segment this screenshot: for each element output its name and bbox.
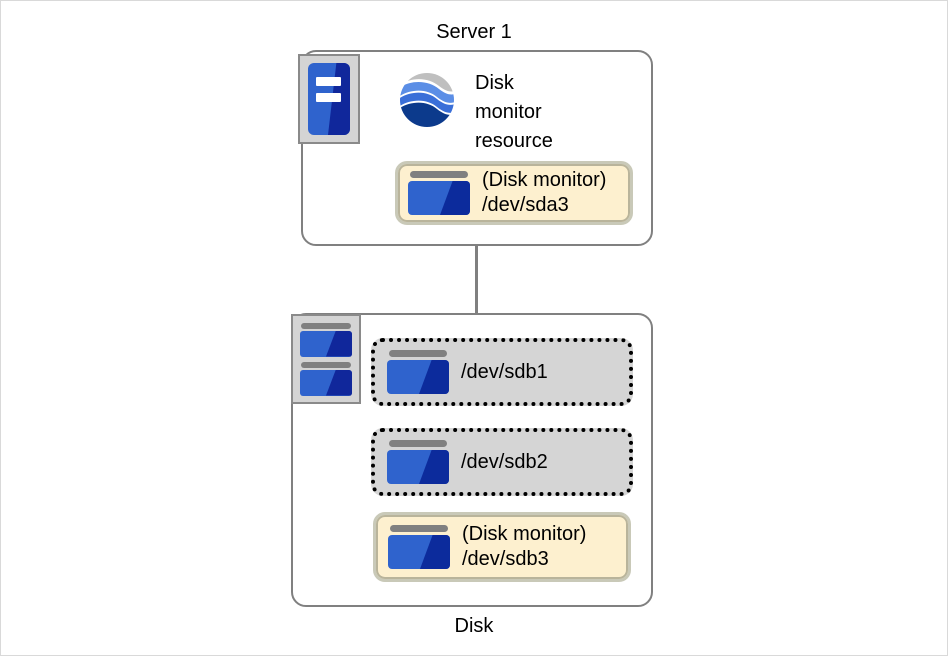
- disk-icon-body: [387, 360, 449, 394]
- disk-row-label: /dev/sdb2: [461, 450, 548, 473]
- disk-stack-shade: [326, 369, 352, 396]
- server-glyph-bar-top: [316, 77, 341, 86]
- disk-stack-top-bar: [301, 361, 351, 368]
- disk-stack-unit-top: [300, 322, 352, 357]
- disk-stack-top-bar: [301, 322, 351, 329]
- server-glyph: [308, 63, 350, 135]
- globe-icon: [400, 73, 454, 127]
- disk-caption: Disk: [454, 615, 494, 637]
- disk-stack-body: [300, 330, 352, 357]
- disk-icon: [408, 171, 470, 215]
- disk-icon-shade: [420, 535, 450, 569]
- disk-icon: [387, 350, 449, 394]
- disk-row-sda3[interactable]: (Disk monitor) /dev/sda3: [395, 161, 633, 225]
- disk-icon-top-bar: [389, 350, 447, 357]
- disk-icon-body: [388, 535, 450, 569]
- disk-row-sdb2[interactable]: /dev/sdb2: [371, 428, 633, 496]
- disk-icon: [387, 440, 449, 484]
- disk-icon-top-bar: [410, 171, 468, 178]
- disk-icon-shade: [440, 181, 470, 215]
- disk-stack-shade: [326, 330, 352, 357]
- disk-row-label: (Disk monitor) /dev/sda3: [482, 169, 607, 216]
- server-icon: [298, 54, 360, 144]
- disk-stack-unit-bottom: [300, 361, 352, 396]
- disk-row-sdb1[interactable]: /dev/sdb1: [371, 338, 633, 406]
- disk-icon-shade: [419, 360, 449, 394]
- disk-row-label: /dev/sdb1: [461, 360, 548, 383]
- disk-row-label: (Disk monitor) /dev/sdb3: [462, 523, 587, 570]
- disk-icon: [388, 525, 450, 569]
- disk-stack-icon: [291, 314, 361, 404]
- server-glyph-bar-bottom: [316, 93, 341, 102]
- disk-row-sdb3[interactable]: (Disk monitor) /dev/sdb3: [373, 512, 631, 582]
- disk-icon-shade: [419, 450, 449, 484]
- disk-icon-body: [387, 450, 449, 484]
- server-disk-connector-line: [475, 246, 478, 314]
- disk-icon-top-bar: [390, 525, 448, 532]
- disk-stack-body: [300, 369, 352, 396]
- server-caption: Server 1: [436, 21, 512, 43]
- disk-icon-body: [408, 181, 470, 215]
- disk-icon-top-bar: [389, 440, 447, 447]
- disk-monitor-resource-label: Disk monitor resource: [475, 72, 553, 152]
